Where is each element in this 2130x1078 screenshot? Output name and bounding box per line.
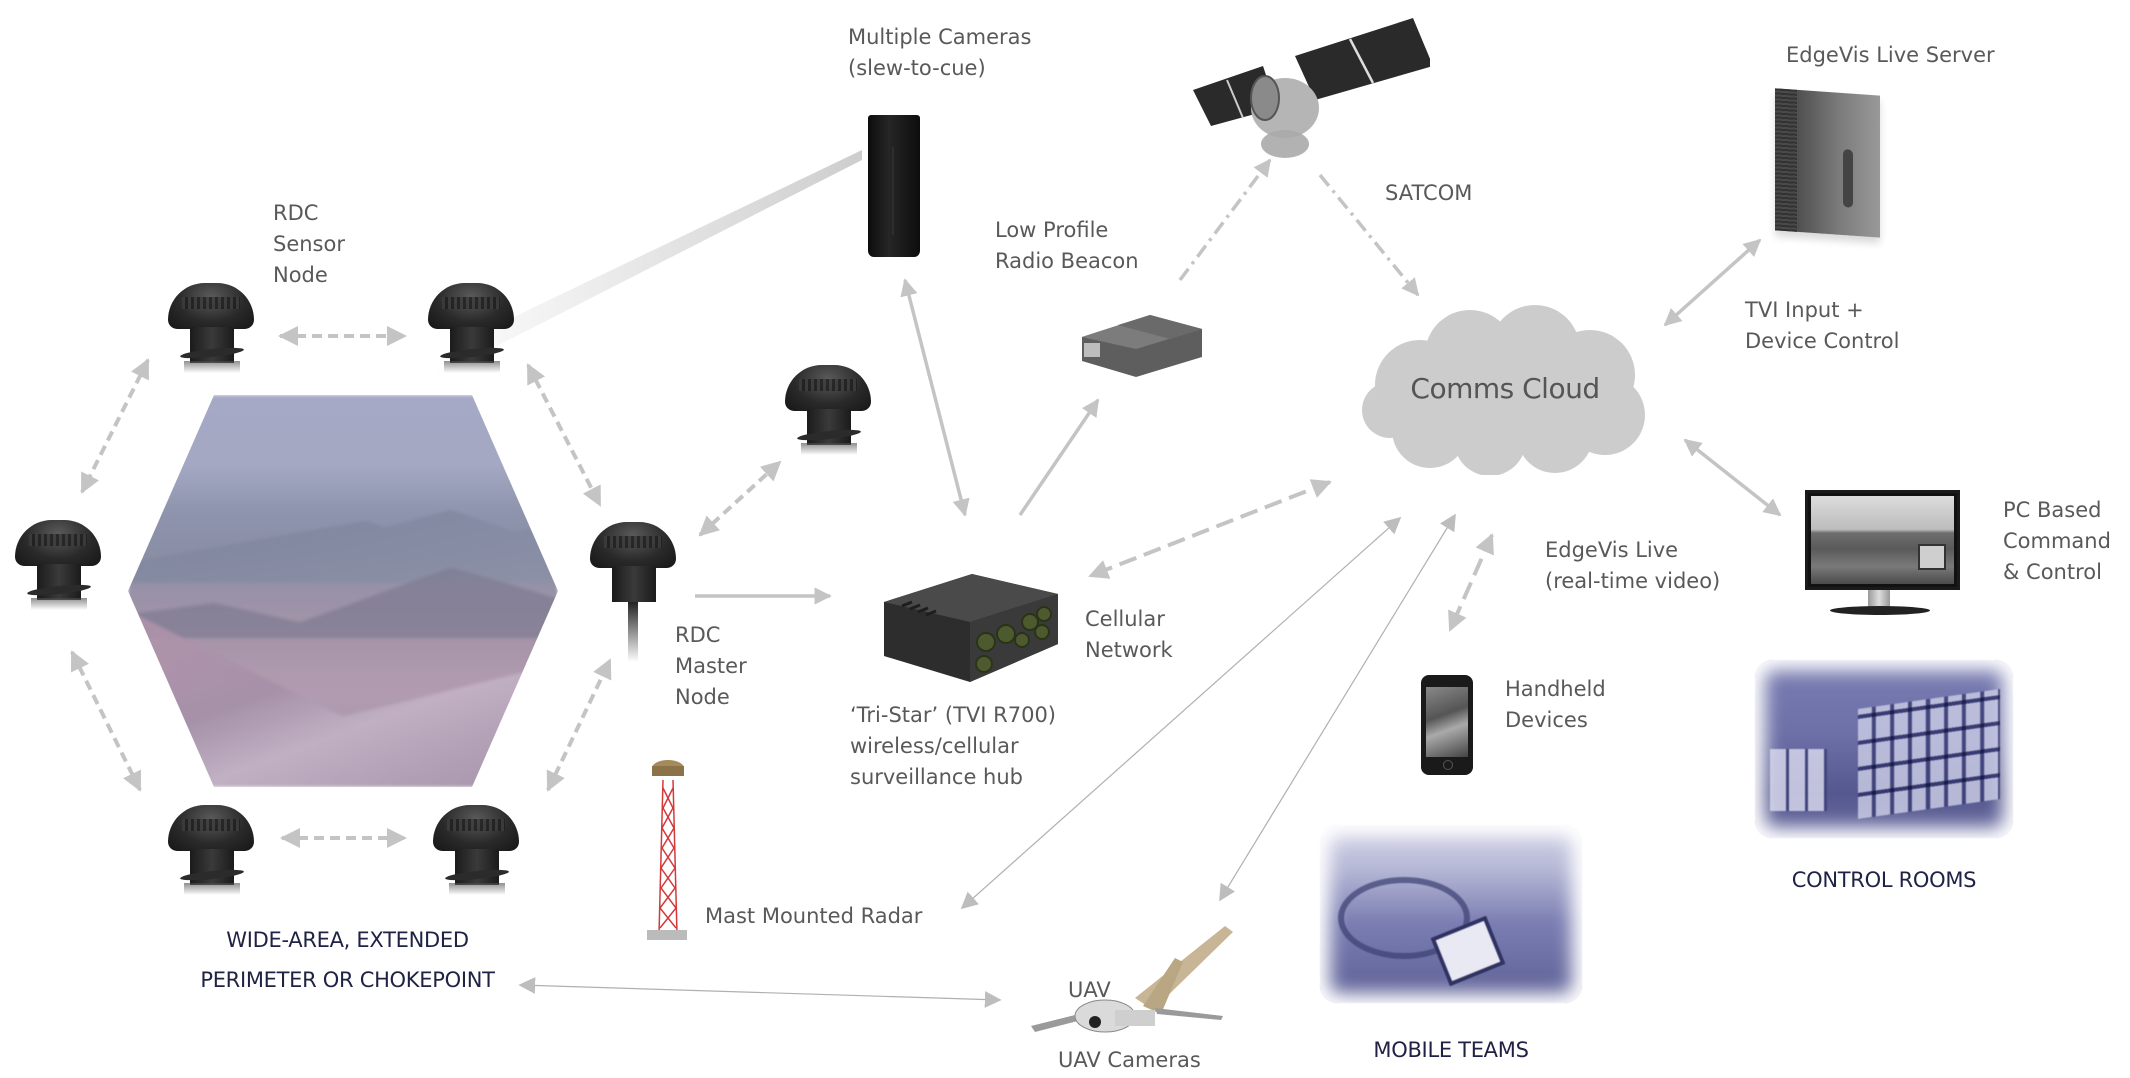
- radio-beacon-label: Low Profile Radio Beacon: [995, 218, 1139, 273]
- link-cloud-uav: [1219, 513, 1456, 902]
- mobile-teams-photo: [1320, 825, 1582, 1003]
- monitor-base: [1830, 606, 1930, 615]
- link-cloud-pc: [1683, 438, 1782, 517]
- rdc-master-node-label: RDC Master Node: [675, 623, 747, 709]
- link-cloud-handheld: [1448, 533, 1494, 632]
- rdc-sensor-node-icon[interactable]: [168, 283, 254, 373]
- link-cloud-hub: [1088, 479, 1332, 579]
- satcom-label: SATCOM: [1385, 181, 1473, 205]
- rdc-sensor-node-icon[interactable]: [168, 805, 254, 895]
- monitor-icon[interactable]: [1805, 490, 1960, 590]
- server-icon[interactable]: [1775, 88, 1880, 238]
- vehicle-image: [1918, 544, 1946, 570]
- handheld-devices-label: Handheld Devices: [1505, 677, 1606, 732]
- comms-cloud-label: Comms Cloud: [1410, 372, 1600, 405]
- hub-label: ‘Tri-Star’ (TVI R700) wireless/cellular …: [850, 703, 1057, 789]
- link-master-extra: [698, 460, 782, 537]
- satellite-icon[interactable]: [1185, 8, 1430, 158]
- cloud-icon[interactable]: [1360, 305, 1655, 475]
- cameras-label: Multiple Cameras (slew-to-cue): [848, 25, 1032, 80]
- control-room-photo: [1755, 660, 2013, 838]
- link-hub-beacon: [1018, 398, 1100, 516]
- edgevis-live-label: EdgeVis Live (real-time video): [1545, 538, 1721, 593]
- link-sensor-tl-l: [80, 358, 150, 494]
- rdc-master-node-icon[interactable]: [590, 522, 676, 662]
- radar-label: Mast Mounted Radar: [705, 904, 923, 928]
- link-sensor-br-master: [546, 658, 612, 792]
- mobile-teams-caption: MOBILE TEAMS: [1373, 1038, 1529, 1062]
- rdc-sensor-node-icon[interactable]: [428, 283, 514, 373]
- mountain-ridge: [128, 505, 558, 584]
- link-beacon-satellite: [1178, 158, 1272, 282]
- link-sensor-l-bl: [70, 650, 142, 792]
- link-hub-camera: [900, 278, 970, 517]
- pc-command-label: PC Based Command & Control: [2003, 498, 2111, 584]
- smartphone-icon[interactable]: [1421, 675, 1473, 775]
- radio-beacon-icon[interactable]: [1078, 303, 1206, 379]
- cellular-network-label: Cellular Network: [1085, 607, 1173, 662]
- link-perimeter-uav: [518, 977, 1002, 1008]
- link-cloud-server: [1663, 238, 1762, 327]
- uav-label: UAV: [1068, 978, 1111, 1002]
- rdc-sensor-node-icon[interactable]: [433, 805, 519, 895]
- server-label: EdgeVis Live Server: [1786, 43, 1995, 67]
- rdc-sensor-node-label: RDC Sensor Node: [273, 201, 345, 287]
- radar-mast-icon[interactable]: [645, 758, 691, 944]
- monitor-stand: [1868, 590, 1890, 608]
- uav-icon[interactable]: [1025, 918, 1240, 1038]
- rdc-sensor-node-icon[interactable]: [15, 520, 101, 610]
- server-link-label: TVI Input + Device Control: [1745, 298, 1900, 353]
- rdc-sensor-node-icon[interactable]: [785, 365, 871, 455]
- link-satellite-cloud: [1318, 173, 1420, 297]
- control-rooms-caption: CONTROL ROOMS: [1791, 868, 1977, 892]
- landscape-hexagon: [128, 395, 558, 787]
- camera-icon[interactable]: [868, 115, 920, 257]
- surveillance-hub-icon[interactable]: [882, 572, 1060, 684]
- link-sensor-tr-master: [526, 363, 602, 507]
- camera-view-cone: [430, 150, 862, 380]
- perimeter-caption: WIDE-AREA, EXTENDED PERIMETER OR CHOKEPO…: [200, 928, 495, 992]
- uav-cameras-label: UAV Cameras: [1058, 1048, 1201, 1072]
